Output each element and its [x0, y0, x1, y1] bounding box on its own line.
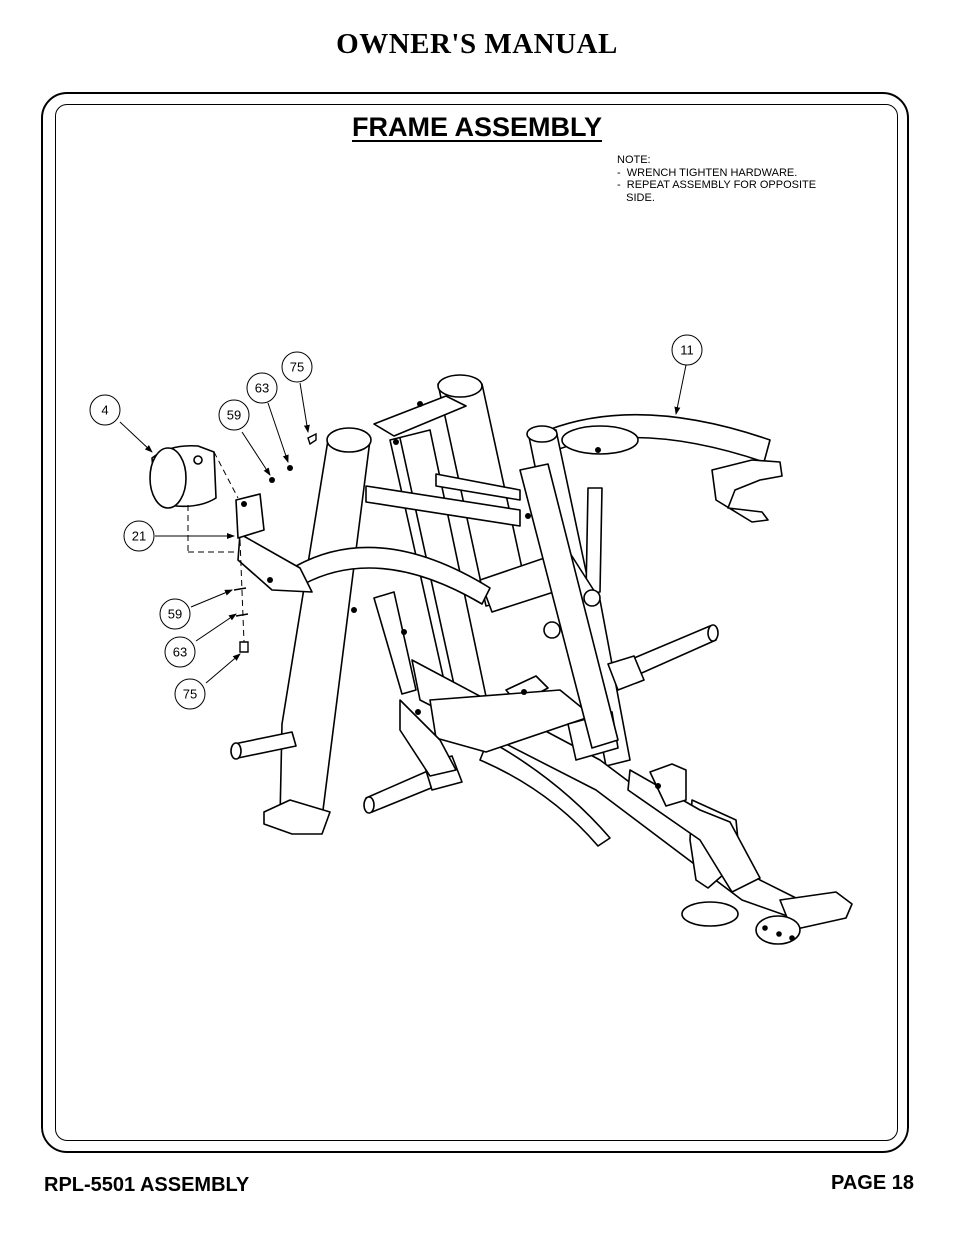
callout-11: 11 [680, 343, 694, 358]
leader-75-bottom [205, 653, 241, 684]
end-cap-face [149, 447, 187, 509]
callout-75-top: 75 [290, 360, 304, 375]
horn-collar [607, 655, 645, 691]
cap-screw [193, 455, 203, 465]
callout-4: 4 [101, 403, 108, 418]
note-line: - REPEAT ASSEMBLY FOR OPPOSITE [617, 179, 817, 191]
bolt [525, 513, 531, 519]
callout-circle [246, 372, 278, 404]
front-upright-cap [326, 427, 372, 453]
front-arm-lower [399, 699, 457, 777]
callout-59-bottom: 59 [168, 607, 182, 622]
callout-circle [123, 520, 155, 552]
weight-horn-front [365, 769, 437, 813]
leader-63-top [267, 402, 289, 463]
callout-circle [159, 598, 191, 630]
arm-11-grip [711, 459, 783, 523]
seat-frame [429, 689, 593, 753]
mount-hole [241, 501, 247, 507]
bolt-75-bottom [239, 641, 249, 653]
hardware-59-top [269, 477, 275, 483]
note-line: NOTE: [617, 154, 651, 166]
front-upright-right [519, 463, 619, 749]
washer-63-bottom [235, 613, 249, 617]
front-upright-left [279, 439, 371, 819]
shock-rear [585, 487, 603, 595]
cross-bar-1 [365, 485, 521, 527]
front-arm [295, 546, 491, 605]
callout-75-bottom: 75 [183, 687, 197, 702]
bolt [417, 401, 423, 407]
horn-end [363, 796, 375, 814]
bolt [351, 607, 357, 613]
bolt [655, 783, 661, 789]
assembly-note: NOTE: - WRENCH TIGHTEN HARDWARE. - REPEA… [617, 154, 816, 204]
callout-circle [671, 334, 703, 366]
note-line: SIDE. [617, 191, 655, 204]
bolt [415, 709, 421, 715]
front-arm-mount [235, 493, 265, 539]
pivot-bolt [543, 621, 561, 639]
callout-circle [281, 351, 313, 383]
front-arm-grip [237, 533, 313, 593]
leader-11 [674, 364, 687, 415]
bolt [401, 629, 407, 635]
foot-hole [762, 925, 768, 931]
horn-end [707, 624, 719, 642]
horn-end [230, 742, 242, 760]
rear-upright-cap [526, 425, 558, 443]
note-line: - WRENCH TIGHTEN HARDWARE. [617, 166, 798, 179]
base-rail-inner [479, 739, 611, 847]
leader-75-top [299, 382, 310, 433]
cross-bar-2 [435, 473, 521, 501]
footer-page-number: PAGE 18 [831, 1172, 914, 1194]
align-line [239, 539, 245, 643]
outer-border [41, 92, 909, 1153]
callout-circle [174, 678, 206, 710]
foot-hole [789, 935, 795, 941]
hardware-63-top [287, 465, 293, 471]
lower-support [627, 769, 761, 893]
section-title: FRAME ASSEMBLY [351, 112, 603, 142]
leader-59-bottom [190, 589, 233, 608]
callout-21: 21 [132, 529, 146, 544]
bolt [521, 689, 527, 695]
callout-circle [89, 394, 121, 426]
leader-4 [119, 421, 153, 453]
inner-border [55, 104, 898, 1141]
pivot-bolt [583, 589, 601, 607]
bolt-75-top [307, 432, 317, 446]
leader-59-top [241, 431, 271, 476]
shock-front [373, 591, 417, 695]
bolt [595, 447, 601, 453]
bolt [267, 577, 273, 583]
callout-59-top: 59 [227, 408, 241, 423]
leader-63-bottom [195, 613, 237, 642]
front-foot [755, 915, 801, 945]
callout-63-bottom: 63 [173, 645, 187, 660]
bolt [393, 439, 399, 445]
foot-hole [776, 931, 782, 937]
bracket [649, 763, 687, 807]
align-line [213, 451, 239, 499]
rear-foot [681, 901, 739, 927]
front-foot-plate [263, 799, 331, 835]
arm-11-hub [561, 425, 639, 455]
rear-upright-cap [437, 374, 483, 398]
callout-circle [164, 636, 196, 668]
footer-model: RPL-5501 ASSEMBLY [44, 1174, 250, 1196]
manual-title: OWNER'S MANUAL [336, 28, 618, 60]
washer-59-bottom [233, 587, 247, 591]
callout-circle [218, 399, 250, 431]
callout-63-top: 63 [255, 381, 269, 396]
